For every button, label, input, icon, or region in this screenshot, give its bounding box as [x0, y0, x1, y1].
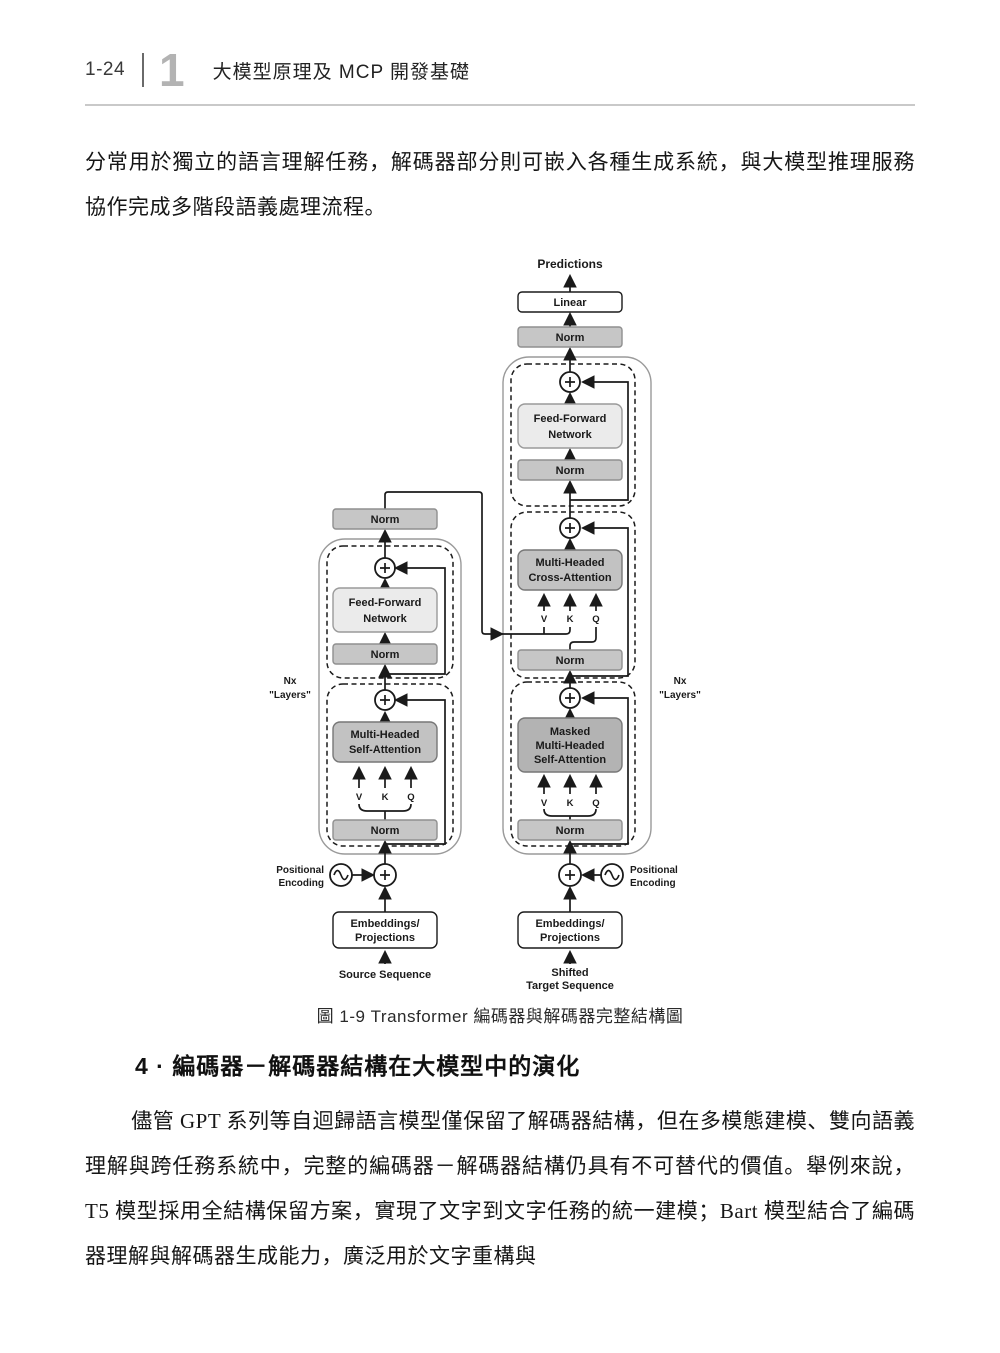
svg-text:"Layers": "Layers"	[659, 690, 701, 701]
decoder-crossattn-norm-box: Norm	[517, 649, 623, 671]
encoder-ffn-subblock-border	[326, 545, 454, 679]
svg-text:Masked: Masked	[550, 726, 590, 738]
decoder-ffn-box: Feed-Forward Network	[517, 403, 623, 449]
masked-self-attention-box: Masked Multi-Headed Self-Attention	[517, 717, 623, 773]
transformer-architecture-diagram: Predictions Linear Norm Feed-Forward Net…	[269, 257, 701, 992]
predictions-label: Predictions	[537, 257, 603, 271]
source-sequence-label: Source Sequence	[339, 969, 431, 981]
svg-text:Norm: Norm	[556, 465, 585, 477]
svg-text:Norm: Norm	[371, 649, 400, 661]
section-heading: 4 · 編碼器－解碼器結構在大模型中的演化	[135, 1053, 581, 1079]
cross-attention-box: Multi-Headed Cross-Attention	[517, 549, 623, 591]
self-attn-q-label: Q	[407, 792, 414, 803]
encoder-nx-layers-label: Nx "Layers"	[269, 676, 311, 701]
svg-text:Multi-Headed: Multi-Headed	[535, 557, 604, 569]
svg-text:Feed-Forward: Feed-Forward	[534, 413, 607, 425]
decoder-maskedattn-norm-box: Norm	[517, 819, 623, 841]
plus-icon	[565, 870, 575, 880]
masked-attn-k-label: K	[567, 798, 574, 809]
header-divider	[142, 53, 145, 87]
svg-text:Network: Network	[548, 429, 592, 441]
encoder-ffn-box: Feed-Forward Network	[332, 587, 438, 633]
svg-text:Self-Attention: Self-Attention	[349, 744, 421, 756]
encoder-attn-subblock-border	[326, 683, 454, 847]
svg-text:Nx: Nx	[284, 676, 297, 687]
decoder-output-norm-box: Norm	[517, 326, 623, 348]
svg-text:Projections: Projections	[540, 932, 600, 944]
masked-attn-v-label: V	[541, 798, 548, 809]
decoder-encoding-label: Encoding	[630, 878, 676, 889]
page-header: 1-24 1 大模型原理及 MCP 開發基礎	[85, 44, 915, 106]
linear-box: Linear	[517, 291, 623, 313]
svg-text:Network: Network	[363, 613, 407, 625]
intro-paragraph: 分常用於獨立的語言理解任務，解碼器部分則可嵌入各種生成系統，與大模型推理服務協作…	[85, 150, 915, 219]
figure-caption: 圖 1-9 Transformer 編碼器與解碼器完整結構圖	[316, 1007, 684, 1026]
target-sequence-label: Target Sequence	[526, 980, 614, 992]
sine-wave-icon	[333, 869, 349, 881]
decoder-crossattn-subblock-border	[510, 511, 636, 679]
svg-text:Norm: Norm	[556, 332, 585, 344]
svg-text:Linear: Linear	[553, 297, 587, 309]
encoder-output-norm-box: Norm	[332, 508, 438, 530]
decoder-positional-label: Positional	[630, 865, 678, 876]
decoder-embeddings-box: Embeddings/ Projections	[517, 911, 623, 949]
plus-icon	[380, 695, 390, 705]
plus-icon	[565, 377, 575, 387]
figure-block: Predictions Linear Norm Feed-Forward Net…	[85, 254, 915, 1027]
body-paragraph: 儘管 GPT 系列等自迴歸語言模型僅保留了解碼器結構，但在多模態建模、雙向語義理…	[85, 1109, 915, 1268]
encoder-embeddings-box: Embeddings/ Projections	[332, 911, 438, 949]
self-attention-box: Multi-Headed Self-Attention	[332, 721, 438, 763]
svg-text:Cross-Attention: Cross-Attention	[528, 572, 611, 584]
connector-lines	[352, 273, 629, 964]
shifted-label: Shifted	[551, 967, 588, 979]
encoder-selfattn-norm-box: Norm	[332, 819, 438, 841]
decoder-ffn-subblock-border	[510, 363, 636, 507]
decoder-ffn-norm-box: Norm	[517, 459, 623, 481]
cross-attn-q-label: Q	[592, 614, 599, 625]
cross-attn-k-label: K	[567, 614, 574, 625]
svg-text:Feed-Forward: Feed-Forward	[349, 597, 422, 609]
chapter-title: 大模型原理及 MCP 開發基礎	[212, 61, 471, 83]
plus-icon	[380, 870, 390, 880]
svg-text:Projections: Projections	[355, 932, 415, 944]
svg-text:Norm: Norm	[371, 825, 400, 837]
svg-text:Embeddings/: Embeddings/	[350, 918, 419, 930]
svg-text:Nx: Nx	[674, 676, 687, 687]
masked-attn-q-label: Q	[592, 798, 599, 809]
svg-text:Norm: Norm	[556, 825, 585, 837]
svg-text:Embeddings/: Embeddings/	[535, 918, 604, 930]
svg-text:Self-Attention: Self-Attention	[534, 754, 606, 766]
svg-text:Norm: Norm	[371, 514, 400, 526]
svg-text:Multi-Headed: Multi-Headed	[535, 740, 604, 752]
svg-text:Norm: Norm	[556, 655, 585, 667]
plus-icon	[565, 693, 575, 703]
encoder-encoding-label: Encoding	[278, 878, 324, 889]
self-attn-k-label: K	[382, 792, 389, 803]
chapter-number: 1	[159, 44, 185, 96]
page-number: 1-24	[85, 59, 126, 80]
plus-icon	[380, 563, 390, 573]
encoder-positional-label: Positional	[276, 865, 324, 876]
decoder-nx-layers-label: Nx "Layers"	[659, 676, 701, 701]
encoder-ffn-norm-box: Norm	[332, 643, 438, 665]
svg-text:"Layers": "Layers"	[269, 690, 311, 701]
cross-attn-v-label: V	[541, 614, 548, 625]
plus-icon	[565, 523, 575, 533]
sine-wave-icon	[604, 869, 620, 881]
self-attn-v-label: V	[356, 792, 363, 803]
svg-text:Multi-Headed: Multi-Headed	[350, 729, 419, 741]
